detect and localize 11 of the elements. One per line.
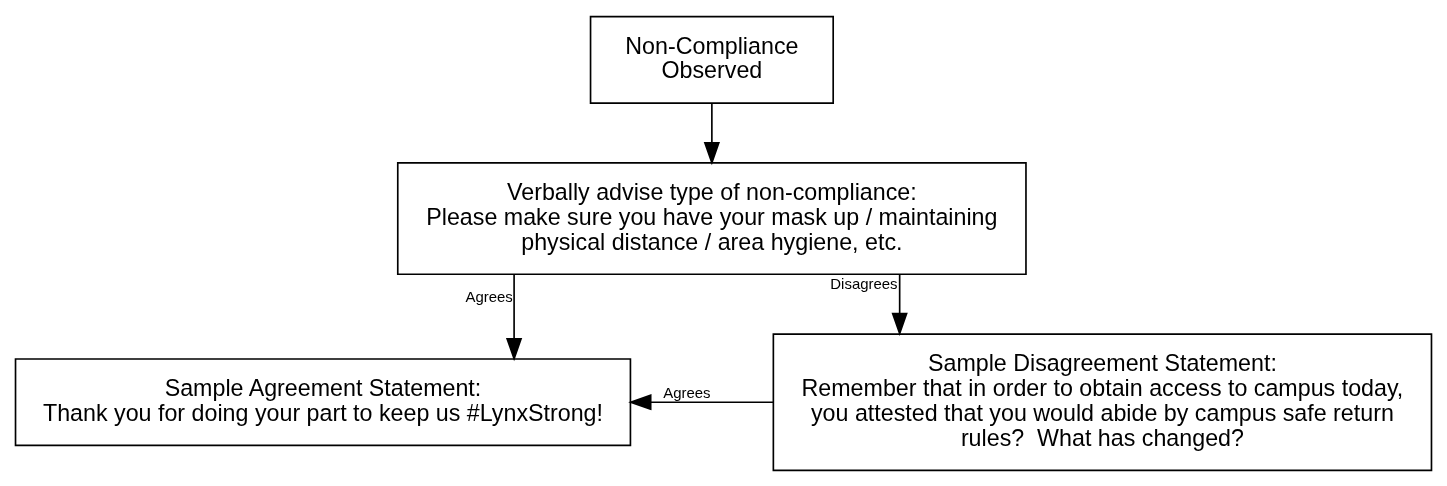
- node-box: Non-Compliance Observed: [589, 15, 835, 104]
- edge-label: Agrees: [465, 287, 513, 305]
- arrow: [891, 273, 908, 336]
- edge-label: Agrees: [663, 383, 711, 401]
- edge-label: Disagrees: [830, 274, 898, 292]
- node-box: Sample Disagreement Statement: Remember that in order to obtain access to campus today, you attested that you would abide by campus safe return rules? What has changed?: [772, 332, 1433, 471]
- node-box: Verbally advise type of non-compliance: Please make sure you have your mask up / maintaining physical distance / area hygiene, etc.: [396, 161, 1027, 275]
- arrow: [628, 393, 774, 410]
- node-box: Sample Agreement Statement: Thank you for doing your part to keep us #LynxStrong!: [14, 357, 632, 446]
- arrow: [703, 101, 720, 165]
- arrow: [505, 273, 523, 361]
